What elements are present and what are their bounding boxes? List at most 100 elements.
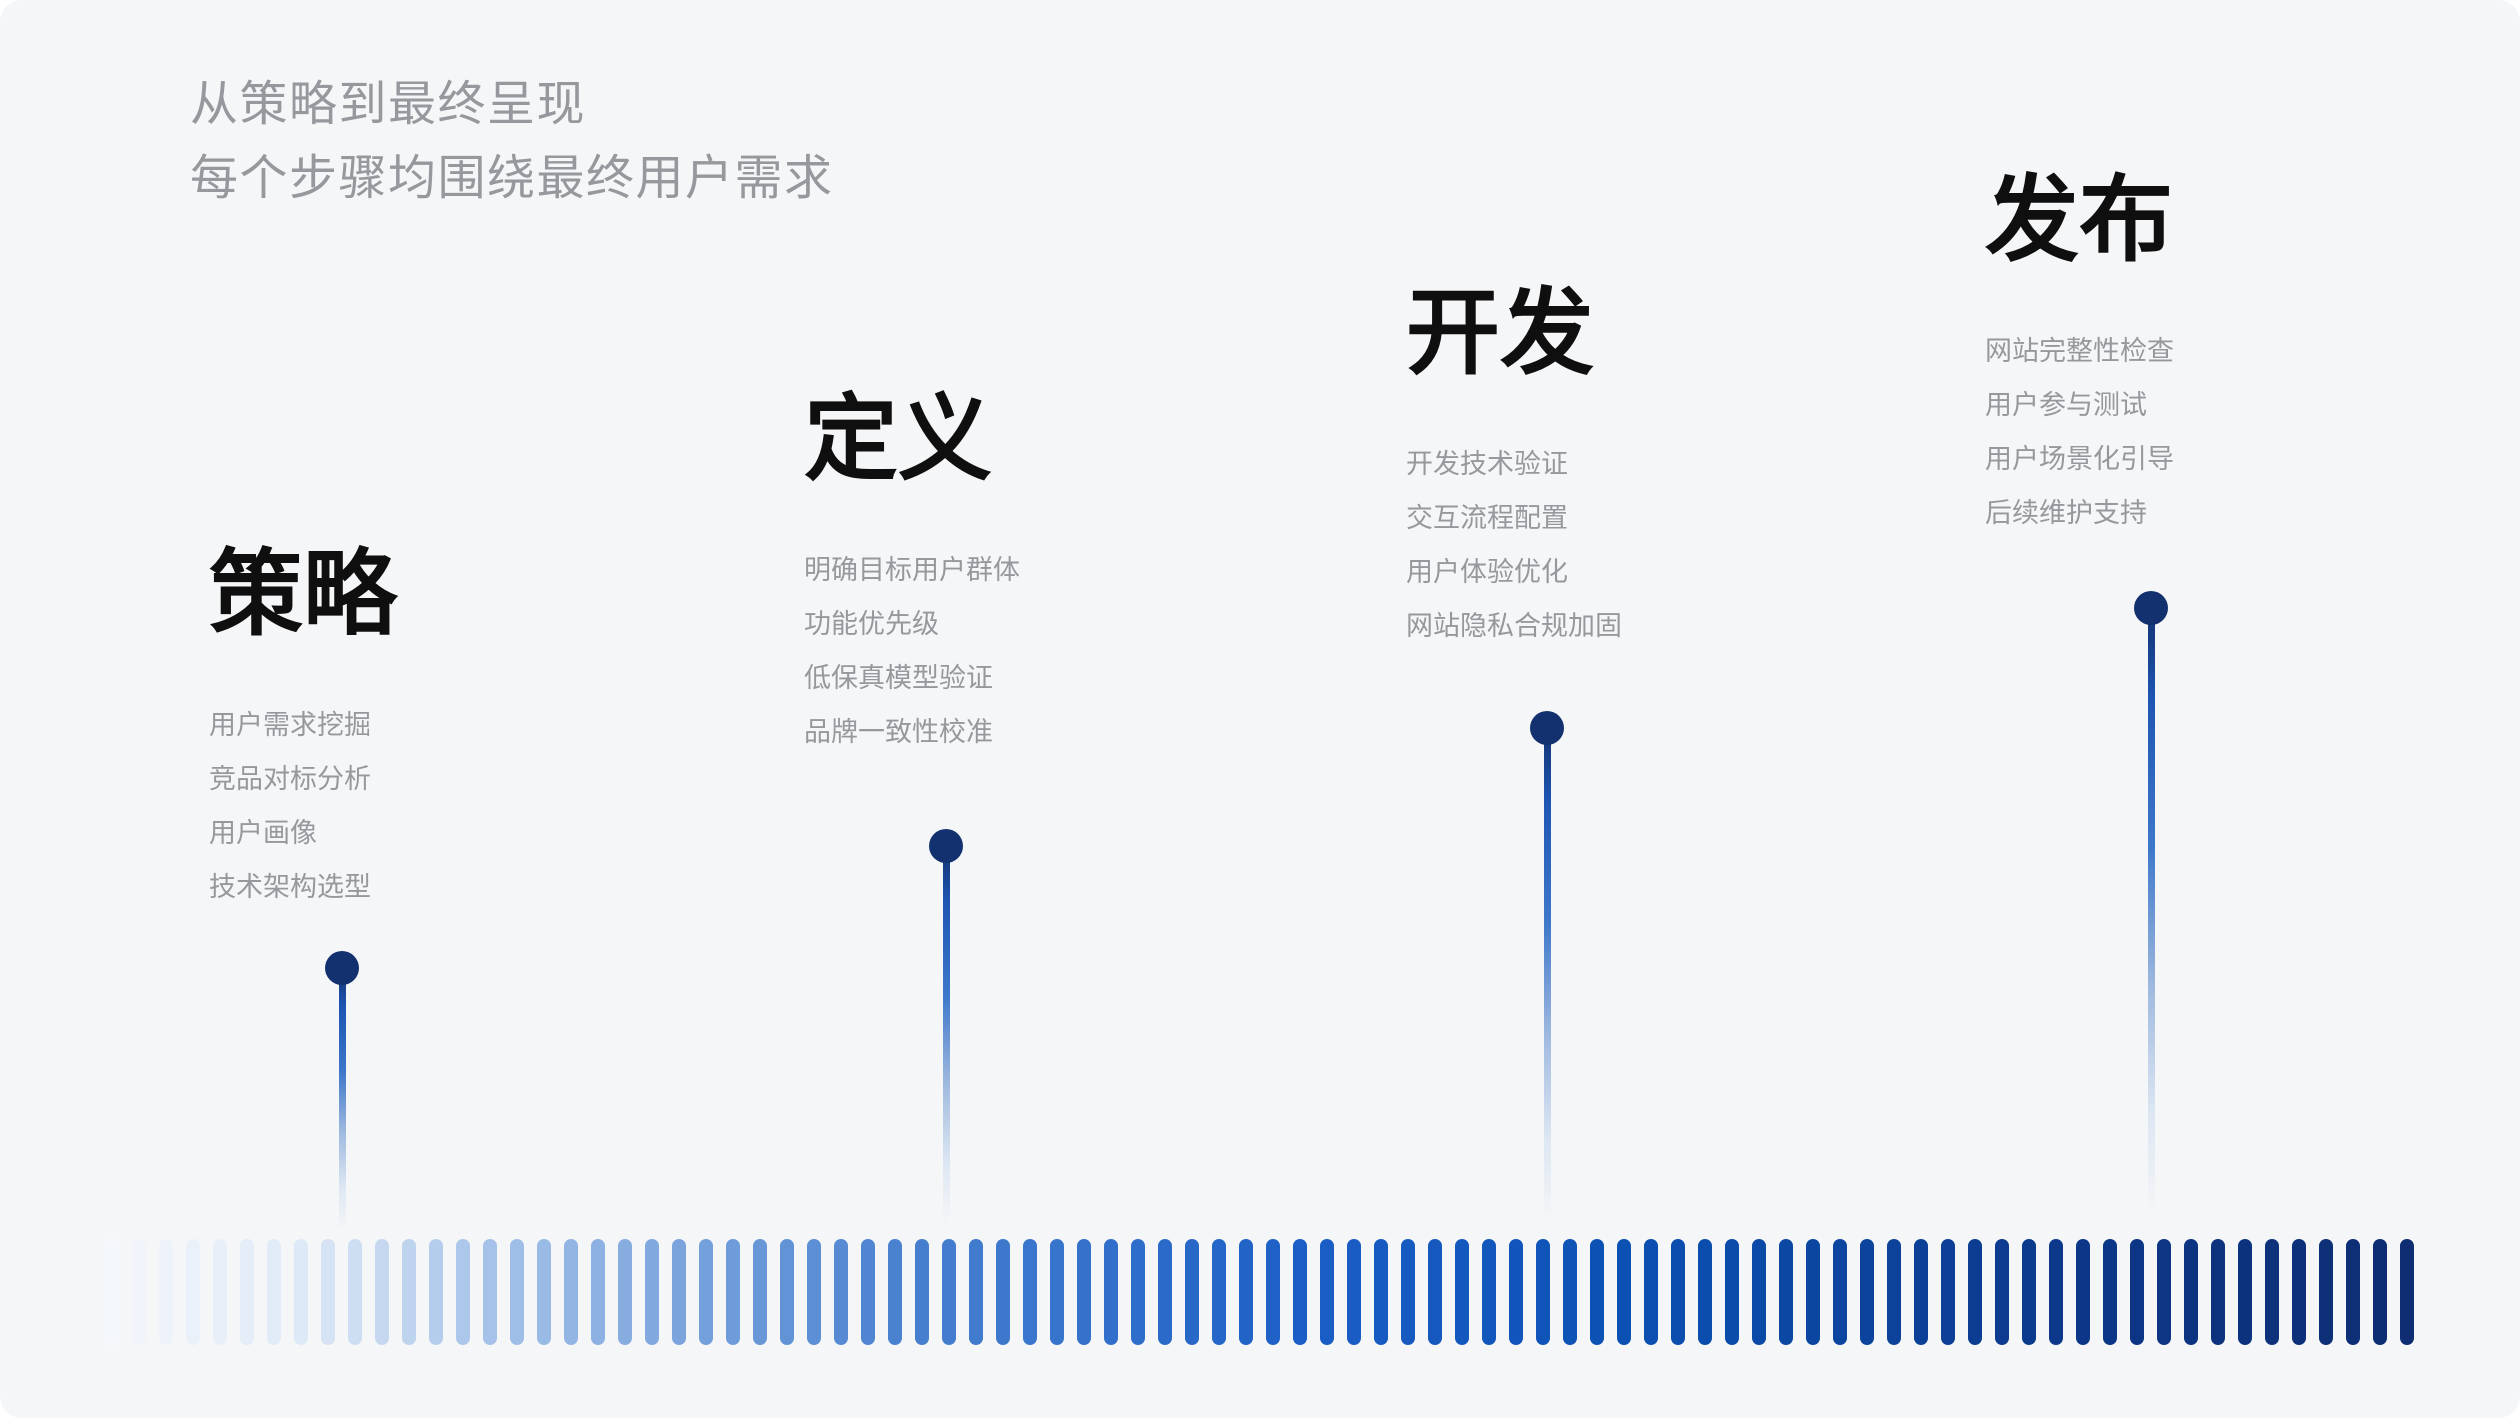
timeline-bar	[105, 1239, 119, 1345]
stage-launch: 发布 网站完整性检查 用户参与测试 用户场景化引导 后续维护支持	[1985, 172, 2174, 540]
timeline-bar	[240, 1239, 254, 1345]
timeline-bars	[105, 1239, 2414, 1345]
timeline-bar	[942, 1239, 956, 1345]
stage-stem	[339, 968, 346, 1242]
timeline-bar	[618, 1239, 632, 1345]
timeline-bar	[537, 1239, 551, 1345]
timeline-bar	[1455, 1239, 1469, 1345]
timeline-bar	[456, 1239, 470, 1345]
timeline-bar	[1185, 1239, 1199, 1345]
stage-item: 竞品对标分析	[209, 764, 371, 794]
timeline-bar	[1995, 1239, 2009, 1345]
timeline-bar	[888, 1239, 902, 1345]
timeline-bar	[1428, 1239, 1442, 1345]
stage-item-list: 开发技术验证 交互流程配置 用户体验优化 网站隐私合规加固	[1406, 437, 1622, 653]
timeline-bar	[1077, 1239, 1091, 1345]
stage-strategy: 策略 用户需求挖掘 竞品对标分析 用户画像 技术架构选型	[209, 546, 397, 914]
stage-item-list: 网站完整性检查 用户参与测试 用户场景化引导 后续维护支持	[1985, 324, 2174, 540]
timeline-bar	[321, 1239, 335, 1345]
timeline-bar	[1779, 1239, 1793, 1345]
timeline-bar	[645, 1239, 659, 1345]
timeline-bar	[1833, 1239, 1847, 1345]
timeline-bar	[2157, 1239, 2171, 1345]
timeline-bar	[1671, 1239, 1685, 1345]
subtitle-line-2: 每个步骤均围绕最终用户需求	[190, 152, 834, 205]
timeline-bar	[1050, 1239, 1064, 1345]
timeline-bar	[510, 1239, 524, 1345]
timeline-bar	[2292, 1239, 2306, 1345]
timeline-bar	[2319, 1239, 2333, 1345]
timeline-bar	[375, 1239, 389, 1345]
timeline-bar	[1374, 1239, 1388, 1345]
timeline-bar	[1158, 1239, 1172, 1345]
timeline-bar	[1536, 1239, 1550, 1345]
timeline-bar	[429, 1239, 443, 1345]
timeline-dot	[325, 951, 359, 985]
timeline-bar	[2049, 1239, 2063, 1345]
timeline-bar	[267, 1239, 281, 1345]
stage-item: 品牌一致性校准	[804, 717, 993, 747]
timeline-bar	[1806, 1239, 1820, 1345]
timeline-bar	[213, 1239, 227, 1345]
stage-item: 用户体验优化	[1406, 557, 1568, 587]
timeline-bar	[132, 1239, 146, 1345]
timeline-bar	[699, 1239, 713, 1345]
page-subtitle: 从策略到最终呈现 每个步骤均围绕最终用户需求	[190, 68, 834, 216]
stage-item: 网站隐私合规加固	[1406, 611, 1622, 641]
timeline-bar	[1698, 1239, 1712, 1345]
timeline-bar	[483, 1239, 497, 1345]
timeline-bar	[2103, 1239, 2117, 1345]
timeline-bar	[1590, 1239, 1604, 1345]
timeline-bar	[2130, 1239, 2144, 1345]
timeline-bar	[1509, 1239, 1523, 1345]
timeline-bar	[402, 1239, 416, 1345]
timeline-bar	[726, 1239, 740, 1345]
stage-stem	[2148, 608, 2155, 1242]
timeline-bar	[1887, 1239, 1901, 1345]
stage-item: 技术架构选型	[209, 872, 371, 902]
timeline-bar	[1104, 1239, 1118, 1345]
stage-definition: 定义 明确目标用户群体 功能优先级 低保真模型验证 品牌一致性校准	[804, 391, 1020, 759]
stage-item: 用户参与测试	[1985, 390, 2147, 420]
timeline-bar	[807, 1239, 821, 1345]
timeline-bar	[2265, 1239, 2279, 1345]
timeline-bar	[1293, 1239, 1307, 1345]
timeline-bar	[753, 1239, 767, 1345]
timeline-bar	[1266, 1239, 1280, 1345]
stage-title: 定义	[804, 386, 993, 491]
stage-item-list: 用户需求挖掘 竞品对标分析 用户画像 技术架构选型	[209, 698, 397, 914]
timeline-bar	[159, 1239, 173, 1345]
subtitle-line-1: 从策略到最终呈现	[190, 78, 587, 131]
timeline-bar	[294, 1239, 308, 1345]
timeline-bar	[1563, 1239, 1577, 1345]
timeline-bar	[1617, 1239, 1631, 1345]
stage-item: 用户场景化引导	[1985, 444, 2174, 474]
timeline-bar	[591, 1239, 605, 1345]
stage-stem	[1544, 728, 1551, 1242]
stage-item: 功能优先级	[804, 609, 939, 639]
timeline-bar	[1347, 1239, 1361, 1345]
timeline-bar	[2076, 1239, 2090, 1345]
timeline-bar	[564, 1239, 578, 1345]
stage-development: 开发 开发技术验证 交互流程配置 用户体验优化 网站隐私合规加固	[1406, 285, 1622, 653]
timeline-bar	[186, 1239, 200, 1345]
timeline-bar	[348, 1239, 362, 1345]
timeline-bar	[1401, 1239, 1415, 1345]
timeline-bar	[1860, 1239, 1874, 1345]
stage-item-list: 明确目标用户群体 功能优先级 低保真模型验证 品牌一致性校准	[804, 543, 1020, 759]
stage-item: 低保真模型验证	[804, 663, 993, 693]
stage-item: 交互流程配置	[1406, 503, 1568, 533]
timeline-bar	[1239, 1239, 1253, 1345]
stage-title: 开发	[1406, 280, 1595, 385]
stage-title: 发布	[1985, 167, 2174, 272]
timeline-bar	[1212, 1239, 1226, 1345]
timeline-bar	[1320, 1239, 1334, 1345]
timeline-bar	[1725, 1239, 1739, 1345]
timeline-bar	[2022, 1239, 2036, 1345]
timeline-bar	[1482, 1239, 1496, 1345]
timeline-bar	[861, 1239, 875, 1345]
timeline-bar	[2373, 1239, 2387, 1345]
timeline-bar	[2184, 1239, 2198, 1345]
timeline-bar	[996, 1239, 1010, 1345]
